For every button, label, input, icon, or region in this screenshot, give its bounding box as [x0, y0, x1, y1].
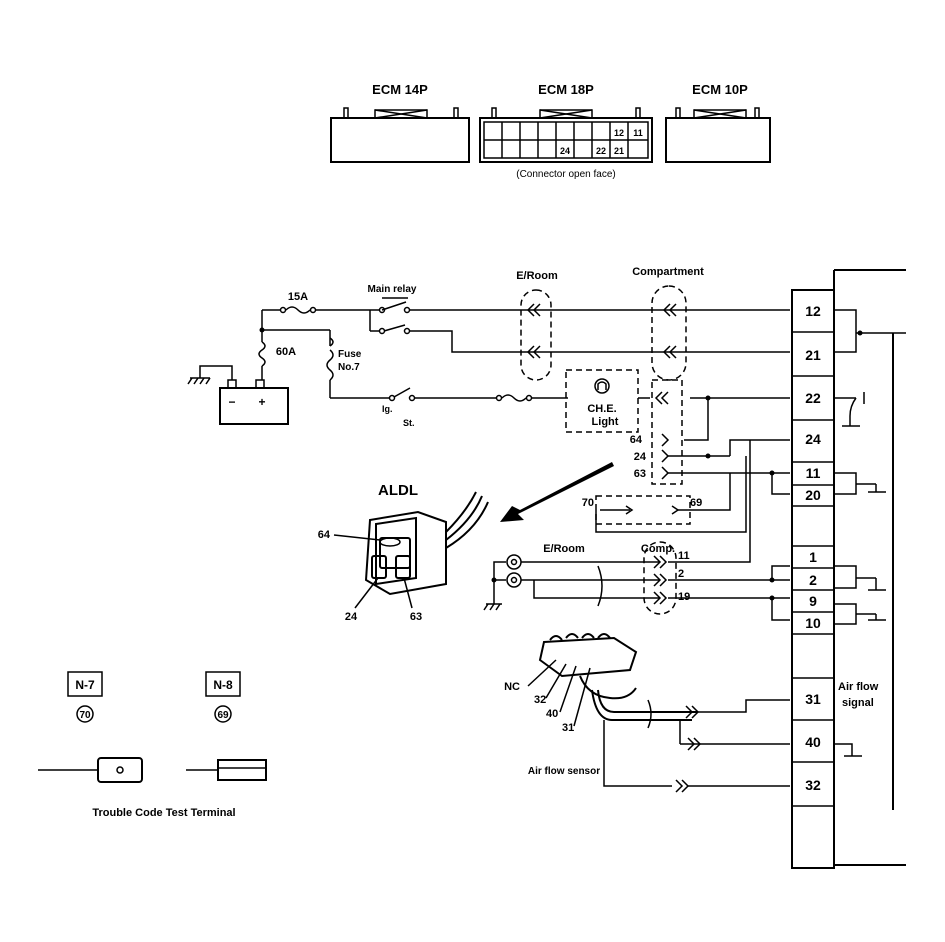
pin-24: 24	[560, 146, 570, 156]
fuse-no7-label-a: Fuse	[338, 349, 362, 360]
zone-boundaries: E/Room Compartment	[516, 266, 704, 485]
fuse-60a-label: 60A	[276, 346, 296, 358]
terminal-1: 1	[809, 549, 817, 565]
legend-n7: N-7	[75, 678, 95, 692]
main-relay-label: Main relay	[368, 284, 417, 295]
terminal-11: 11	[806, 465, 821, 481]
air-flow-signal-label-a: Air flow	[838, 681, 879, 693]
n8-terminal-icon	[217, 759, 267, 781]
ecm-14p-label: ECM 14P	[372, 82, 428, 97]
aldl-connector-picture: ALDL 64 24 63	[318, 482, 489, 623]
battery-plus: +	[258, 395, 265, 409]
sensor-circuit-2: 2	[678, 568, 684, 580]
sensor-pin-nc: NC	[504, 681, 520, 693]
aldl-title: ALDL	[378, 482, 418, 499]
ecm-18p-connector: 12 11 24 22 21	[479, 107, 653, 163]
battery-minus: −	[228, 395, 235, 409]
ecm-14p-connector	[330, 107, 470, 163]
n7-box	[67, 671, 103, 697]
terminal-21: 21	[805, 347, 821, 363]
terminal-31: 31	[805, 691, 821, 707]
ecm-10p-connector	[665, 107, 771, 163]
sensor-pin-31: 31	[562, 722, 574, 734]
terminal-40: 40	[805, 734, 821, 750]
pin-12: 12	[614, 128, 624, 138]
fuse-15a-label: 15A	[288, 291, 308, 303]
aldl-pin-64: 64	[318, 529, 331, 541]
pin-11: 11	[633, 128, 643, 138]
ecm-connectors: ECM 14P ECM 18P ECM 10P 12 11 24 22 21	[330, 82, 771, 180]
zone-eroom-label: E/Room	[516, 270, 558, 282]
sensor-pin-32: 32	[534, 694, 546, 706]
n8-box	[205, 671, 241, 697]
ignition-label-a: Ig.	[382, 404, 393, 414]
terminal-9: 9	[809, 593, 817, 609]
aldl-circuit: 64 24 63 70 69	[500, 309, 886, 533]
sensor-circuit-11: 11	[678, 550, 690, 562]
ecm-10p-label: ECM 10P	[692, 82, 748, 97]
aldl-pin-63: 63	[410, 611, 422, 623]
trouble-code-legend: N-7 70 N-8 69 Trouble Code Test Terminal	[38, 671, 267, 819]
sensor-circuit-19: 19	[678, 591, 690, 603]
zone-comp-label: Comp.	[641, 543, 675, 555]
air-flow-sensor-label: Air flow sensor	[528, 766, 600, 777]
check-engine-light	[565, 369, 639, 433]
legend-n8: N-8	[213, 678, 233, 692]
fuse-no7-label-b: No.7	[338, 362, 360, 373]
terminal-22: 22	[805, 390, 821, 406]
terminal-10: 10	[805, 615, 821, 631]
zone-eroom2-label: E/Room	[543, 543, 585, 555]
ignition-label-b: St.	[403, 418, 415, 428]
check-engine-label-a: CH.E.	[587, 403, 616, 415]
power-circuit: − + 60A 15A Main relay Fu	[187, 284, 790, 441]
connector-open-face-note: (Connector open face)	[516, 169, 616, 180]
n7-terminal-icon	[97, 757, 143, 783]
battery	[219, 387, 289, 425]
sensor-circuit: E/Room Comp. 11 2 19	[483, 440, 886, 793]
pin-22: 22	[596, 146, 606, 156]
aldl-circuit-70: 70	[582, 497, 594, 509]
ecm-terminal-strip: 12 21 22 24 11 20 1 2 9 10 31 40 32	[791, 269, 906, 869]
air-flow-signal-label-b: signal	[842, 697, 874, 709]
aldl-circuit-24: 24	[634, 451, 647, 463]
terminal-20: 20	[805, 487, 821, 503]
terminal-12: 12	[805, 303, 821, 319]
terminal-24: 24	[805, 431, 821, 447]
sensor-pin-40: 40	[546, 708, 558, 720]
legend-caption: Trouble Code Test Terminal	[92, 807, 235, 819]
zone-compartment-label: Compartment	[632, 266, 704, 278]
aldl-circuit-63: 63	[634, 468, 646, 480]
ecm-18p-label: ECM 18P	[538, 82, 594, 97]
terminal-32: 32	[805, 777, 821, 793]
aldl-circuit-64: 64	[630, 434, 643, 446]
check-engine-label-b: Light	[592, 416, 619, 428]
legend-70: 70	[79, 710, 91, 721]
pin-21: 21	[614, 146, 624, 156]
aldl-circuit-69: 69	[690, 497, 702, 509]
aldl-pin-24: 24	[345, 611, 358, 623]
terminal-2: 2	[809, 572, 817, 588]
legend-69: 69	[217, 710, 229, 721]
